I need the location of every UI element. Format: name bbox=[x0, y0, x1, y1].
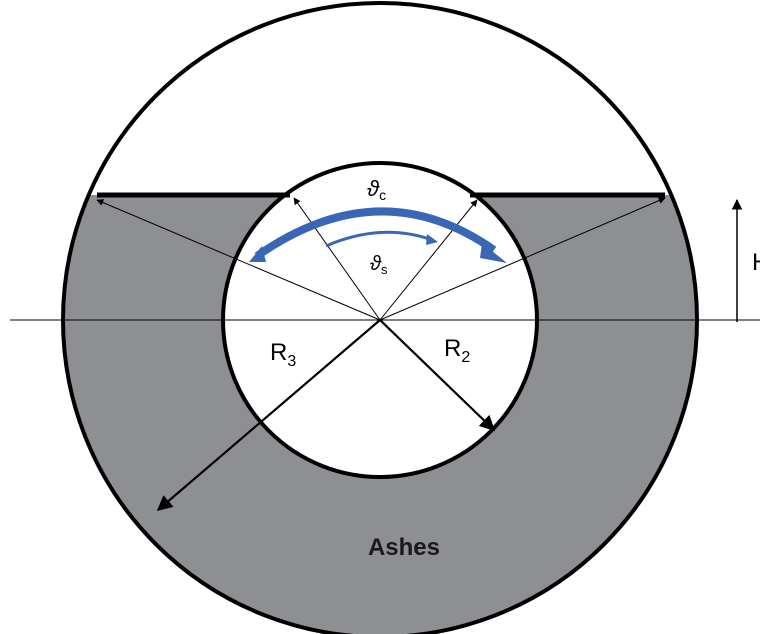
theta-c-arc-start-cap bbox=[249, 246, 266, 262]
theta-s-arc bbox=[325, 230, 433, 248]
radial-line-outer-left bbox=[96, 199, 381, 321]
radius-r2-arrow bbox=[379, 319, 496, 432]
theta-s-label: ϑs bbox=[370, 253, 388, 277]
radial-line-inner-right bbox=[379, 199, 478, 321]
radius-r2-label: R2 bbox=[444, 335, 470, 366]
theta-c-label: ϑc bbox=[367, 176, 386, 203]
theta-c-arc-arrowhead bbox=[480, 243, 507, 263]
theta-s-arc-arrowhead bbox=[426, 234, 438, 245]
radius-r3-label: R3 bbox=[270, 339, 296, 370]
ashes-label: Ashes bbox=[368, 534, 440, 561]
height-label: H bbox=[752, 249, 760, 276]
radius-r3-arrow bbox=[156, 319, 381, 512]
radial-line-inner-left bbox=[293, 197, 381, 321]
radial-line-outer-right bbox=[379, 197, 666, 321]
theta-c-arc bbox=[254, 207, 497, 260]
